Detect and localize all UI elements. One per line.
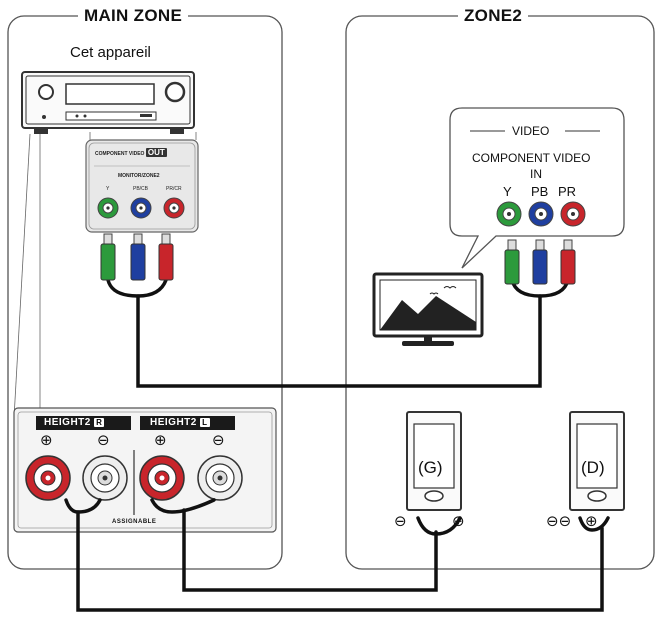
terminal-r-plus-mark: ⊕ [40,431,53,449]
tv-callout-bubble [449,107,625,269]
height2-l-text: HEIGHT2 [150,417,197,428]
component-video-label: COMPONENT VIDEO [472,151,591,165]
tv-jack-label-y: Y [503,184,512,199]
component-video-cable [106,278,570,388]
speaker-d [569,411,625,511]
main-zone-title: MAIN ZONE [78,6,189,26]
speaker-wires [64,498,610,612]
terminal-r-plus [25,455,71,501]
terminal-r-minus-mark: ⊖ [97,431,110,449]
receiver-panel-title: COMPONENT VIDEO OUT [95,148,167,157]
speaker-terminal-panel [13,407,277,533]
height2-l-badge: L [200,418,210,427]
receiver-jack-label-pr: PR/CR [166,186,182,192]
tv-plugs [504,239,576,285]
speaker-d-plus: ⊕ [585,512,598,530]
television [372,272,484,346]
receiver-jack-label-pb: PB/CB [133,186,149,192]
terminal-l-plus [139,455,185,501]
receiver-component-panel [85,139,199,233]
height2-r-header: HEIGHT2 R [44,417,105,428]
speaker-d-minus: ⊖⊖ [546,512,572,530]
terminal-l-minus [197,455,243,501]
height2-l-header: HEIGHT2 L [150,417,210,428]
receiver-panel-subtitle: MONITOR/ZONE2 [118,173,160,179]
av-receiver [21,71,195,134]
leader-line [13,133,31,419]
terminal-r-minus [82,455,128,501]
speaker-g-label: (G) [418,458,443,477]
terminal-l-plus-mark: ⊕ [154,431,167,449]
receiver-jack-label-y: Y [106,186,110,192]
speaker-g [406,411,462,511]
video-section-label: VIDEO [512,124,550,138]
zone2-title: ZONE2 [458,6,529,26]
tv-jack-label-pr: PR [558,184,577,199]
receiver-plugs [100,233,174,281]
terminal-l-minus-mark: ⊖ [212,431,225,449]
speaker-g-plus: ⊕ [452,512,465,530]
assignable-label: ASSIGNABLE [112,519,157,525]
height2-r-badge: R [94,418,105,427]
component-in-label: IN [530,167,542,181]
receiver-panel-title-text: COMPONENT VIDEO [95,151,145,157]
speaker-d-label: (D) [581,458,605,477]
receiver-panel-badge: OUT [145,148,167,157]
height2-r-text: HEIGHT2 [44,417,91,428]
device-label: Cet appareil [70,44,151,61]
tv-jack-label-pb: PB [531,184,549,199]
tv-component-jacks [496,201,586,227]
speaker-g-minus: ⊖ [394,512,407,530]
